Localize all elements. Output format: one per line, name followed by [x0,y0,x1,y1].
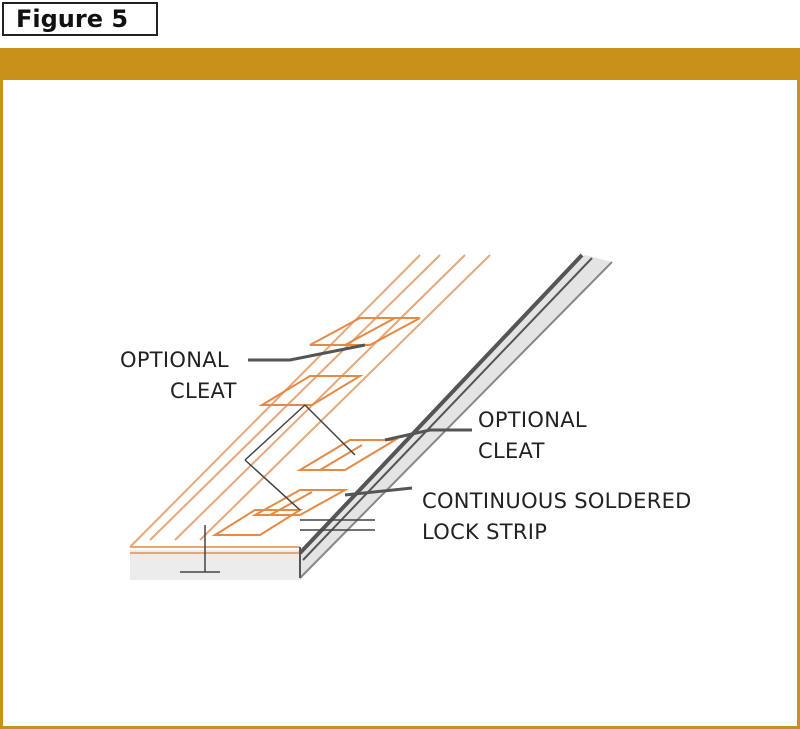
callout-optional-cleat-left: OPTIONAL CLEAT [120,345,237,407]
callout-line: CONTINUOUS SOLDERED [422,489,692,513]
callout-lock-strip: CONTINUOUS SOLDERED LOCK STRIP [422,486,692,548]
lock-strip-edge [298,253,613,579]
roof-sheet [129,254,491,554]
dimension-lines [180,404,375,573]
callout-line: OPTIONAL [478,408,587,432]
cleat-upper [258,317,421,406]
figure-label: Figure 5 [2,2,158,36]
callout-line: CLEAT [478,439,545,463]
figure-frame [0,48,800,729]
leader-lock-strip [344,486,413,497]
edge-shadow [130,550,300,580]
callout-optional-cleat-right: OPTIONAL CLEAT [478,405,587,467]
leader-cleat-left [248,343,366,362]
frame-header-bar [3,48,797,80]
leader-cleat-right [384,428,472,442]
callout-line: CLEAT [170,379,237,403]
leader-lines [248,343,472,497]
callout-line: LOCK STRIP [422,520,548,544]
callout-line: OPTIONAL [120,348,229,372]
